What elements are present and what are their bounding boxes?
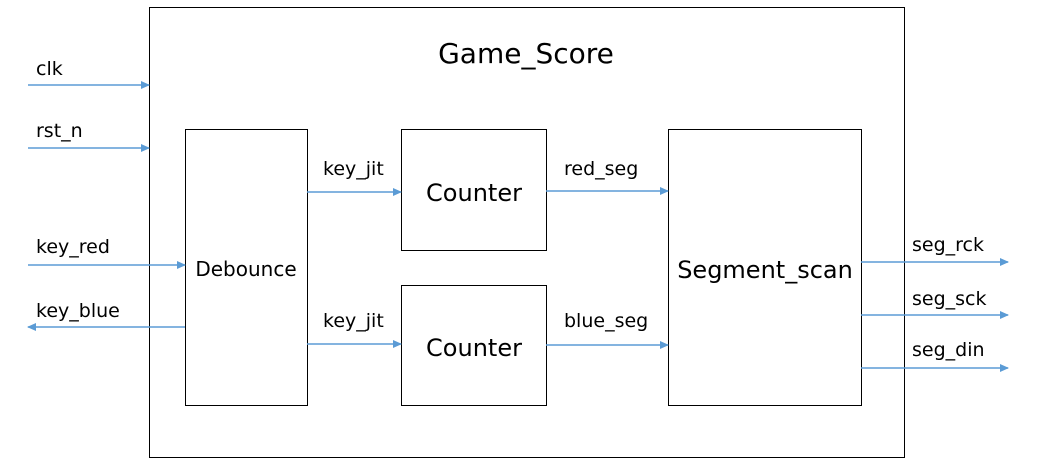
key-jit-bottom-label: key_jit <box>323 310 384 332</box>
counter-bottom-block <box>401 285 547 406</box>
red-seg-label: red_seg <box>564 158 638 180</box>
segment-scan-label: Segment_scan <box>677 256 853 284</box>
segment-scan-block <box>668 129 862 406</box>
seg-sck-label: seg_sck <box>912 288 987 310</box>
counter-top-block <box>401 129 547 251</box>
debounce-label: Debounce <box>195 257 296 281</box>
key-red-label: key_red <box>36 236 110 258</box>
key-blue-label: key_blue <box>36 300 120 322</box>
counter-top-label: Counter <box>426 179 522 207</box>
debounce-block <box>185 129 308 406</box>
module-title: Game_Score <box>438 37 614 70</box>
rst-n-label: rst_n <box>36 120 83 142</box>
blue-seg-label: blue_seg <box>564 310 648 332</box>
seg-rck-label: seg_rck <box>912 234 984 256</box>
seg-din-label: seg_din <box>912 339 985 361</box>
clk-label: clk <box>36 58 63 80</box>
counter-bottom-label: Counter <box>426 334 522 362</box>
key-jit-top-label: key_jit <box>323 158 384 180</box>
